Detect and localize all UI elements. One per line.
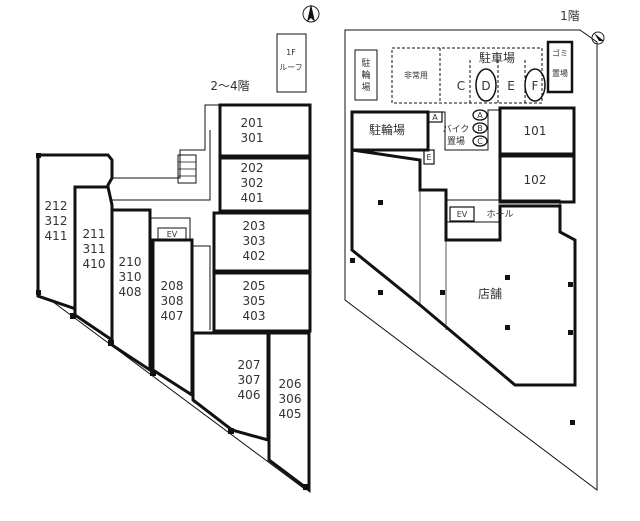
unit-210-310-408-line-0: 210	[119, 255, 142, 269]
unit-202-302-401-line-1: 302	[241, 176, 264, 190]
unit-207-307-406-line-2: 406	[238, 388, 261, 402]
left-floor-label: 2～4階	[210, 78, 249, 93]
unit-102-box	[498, 154, 576, 204]
unit-205-305-403-line-0: 205	[243, 279, 266, 293]
site-boundary	[344, 29, 598, 492]
unit-205-box	[212, 271, 312, 333]
unit-211-311-410-line-2: 410	[83, 257, 106, 271]
unit-203-303-402-line-2: 402	[243, 249, 266, 263]
roof-note-line2: ルーフ	[279, 63, 303, 72]
parking-spot-c: C	[457, 79, 465, 93]
north-arrow-icon	[591, 31, 605, 45]
parking-spot-e: E	[507, 79, 515, 93]
bicycle-top-line1: 駐	[361, 57, 370, 69]
unit-205-305-403-line-2: 403	[243, 309, 266, 323]
trash-line1: ゴミ	[552, 48, 568, 58]
unit-206-306-405-line-1: 306	[279, 392, 302, 406]
unit-206-306-405-line-2: 405	[279, 407, 302, 421]
parking-label: 駐車場	[479, 50, 515, 65]
unit-205-305-403-line-1: 305	[243, 294, 266, 308]
unit-208-308-407-line-1: 308	[161, 294, 184, 308]
parking-spot-d: D	[481, 79, 490, 93]
elevator-box	[157, 227, 187, 241]
ev-label-1f: EV	[457, 210, 468, 219]
trash-line2: 置場	[552, 68, 568, 78]
marker-a: A	[432, 113, 438, 122]
bike-area-line1: バイク	[443, 124, 470, 135]
unit-203-303-402-line-1: 303	[243, 234, 266, 248]
elevator-box-1f	[449, 206, 475, 222]
unit-210-310-408-line-1: 310	[119, 270, 142, 284]
trash-area	[546, 40, 574, 94]
right-floor-plan	[344, 29, 605, 492]
unit-201-301-line-1: 301	[241, 131, 264, 145]
unit-207-box	[191, 331, 270, 442]
unit-201-box	[218, 103, 312, 158]
roof-note-line1: 1F	[286, 48, 296, 57]
north-arrow-icon	[302, 4, 320, 23]
store-label: 店舗	[478, 287, 502, 301]
hall-label: ホール	[486, 209, 513, 220]
right-floor-label: 1階	[560, 8, 580, 23]
store-box	[350, 148, 577, 387]
unit-207-307-406-line-0: 207	[238, 358, 261, 372]
unit-211-311-410-line-1: 311	[83, 242, 106, 256]
parking-spot-f: F	[532, 79, 539, 93]
unit-208-308-407-line-2: 407	[161, 309, 184, 323]
unit-101-label: 101	[524, 124, 547, 138]
bike-area-line2: 置場	[447, 135, 465, 147]
left-floor-plan	[36, 4, 320, 493]
unit-206-306-405-line-0: 206	[279, 377, 302, 391]
unit-101-box	[498, 106, 576, 156]
unit-212-312-411-line-1: 312	[45, 214, 68, 228]
unit-203-303-402-line-0: 203	[243, 219, 266, 233]
bicycle-top-line2: 輪	[361, 69, 370, 81]
bike-spot-a: A	[477, 111, 483, 120]
unit-202-302-401-line-2: 401	[241, 191, 264, 205]
unit-207-307-406-line-1: 307	[238, 373, 261, 387]
unit-212-312-411-line-0: 212	[45, 199, 68, 213]
left-ev-label: EV	[167, 230, 178, 239]
bike-spot-c: C	[477, 137, 483, 146]
bicycle-area-top	[354, 49, 378, 101]
unit-202-302-401-line-0: 202	[241, 161, 264, 175]
bike-spot-b: B	[477, 124, 483, 133]
unit-202-box	[218, 156, 312, 213]
unit-201-301-line-0: 201	[241, 116, 264, 130]
waste-area-label: 非常用	[404, 70, 428, 80]
unit-208-308-407-line-0: 208	[161, 279, 184, 293]
unit-203-box	[212, 211, 312, 273]
marker-e: E	[426, 153, 431, 162]
unit-211-311-410-line-0: 211	[83, 227, 106, 241]
unit-212-312-411-line-2: 411	[45, 229, 68, 243]
bicycle-parking-label: 駐輪場	[369, 122, 405, 137]
parking-area	[391, 47, 543, 104]
unit-210-310-408-line-2: 408	[119, 285, 142, 299]
bicycle-top-line3: 場	[361, 81, 370, 93]
roof-note-box	[276, 33, 307, 93]
unit-102-label: 102	[524, 173, 547, 187]
